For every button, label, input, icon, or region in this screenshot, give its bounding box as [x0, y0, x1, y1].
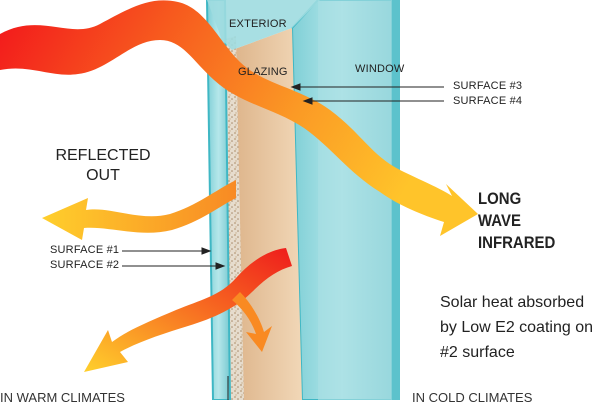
surface4-arrowhead [302, 97, 313, 105]
surface3-arrowhead [290, 83, 301, 91]
exterior-label: EXTERIOR [229, 18, 287, 30]
solar-heat-note: Solar heat absorbed by Low E2 coating on… [440, 294, 593, 361]
surface2-arrowhead [215, 262, 226, 270]
inner-pane-face [318, 0, 392, 400]
cold-climates-label: IN COLD CLIMATES [412, 390, 533, 405]
warm-climates-label: IN WARM CLIMATES [0, 390, 125, 405]
surface3-label: SURFACE #3 [453, 80, 523, 92]
reflected-out-label: REFLECTED OUT [55, 147, 151, 184]
window-label: WINDOW [355, 63, 405, 75]
absorbed-heat-arrow [84, 248, 292, 372]
incoming-solar-wave-arrow [0, 0, 478, 236]
surface1-label: SURFACE #1 [50, 244, 120, 256]
heat-arrows [0, 0, 478, 372]
surface1-arrowhead [201, 247, 212, 255]
long-wave-infrared-label: LONG WAVE INFRARED [478, 189, 556, 252]
glazing-label: GLAZING [238, 66, 288, 78]
absorbed-heat-tail-arrow [232, 292, 272, 352]
window-top-cap [207, 0, 320, 50]
surface4-label: SURFACE #4 [453, 95, 523, 107]
surface2-label: SURFACE #2 [50, 259, 120, 271]
leader-lines [122, 83, 444, 400]
reflected-out-arrow [42, 180, 236, 240]
